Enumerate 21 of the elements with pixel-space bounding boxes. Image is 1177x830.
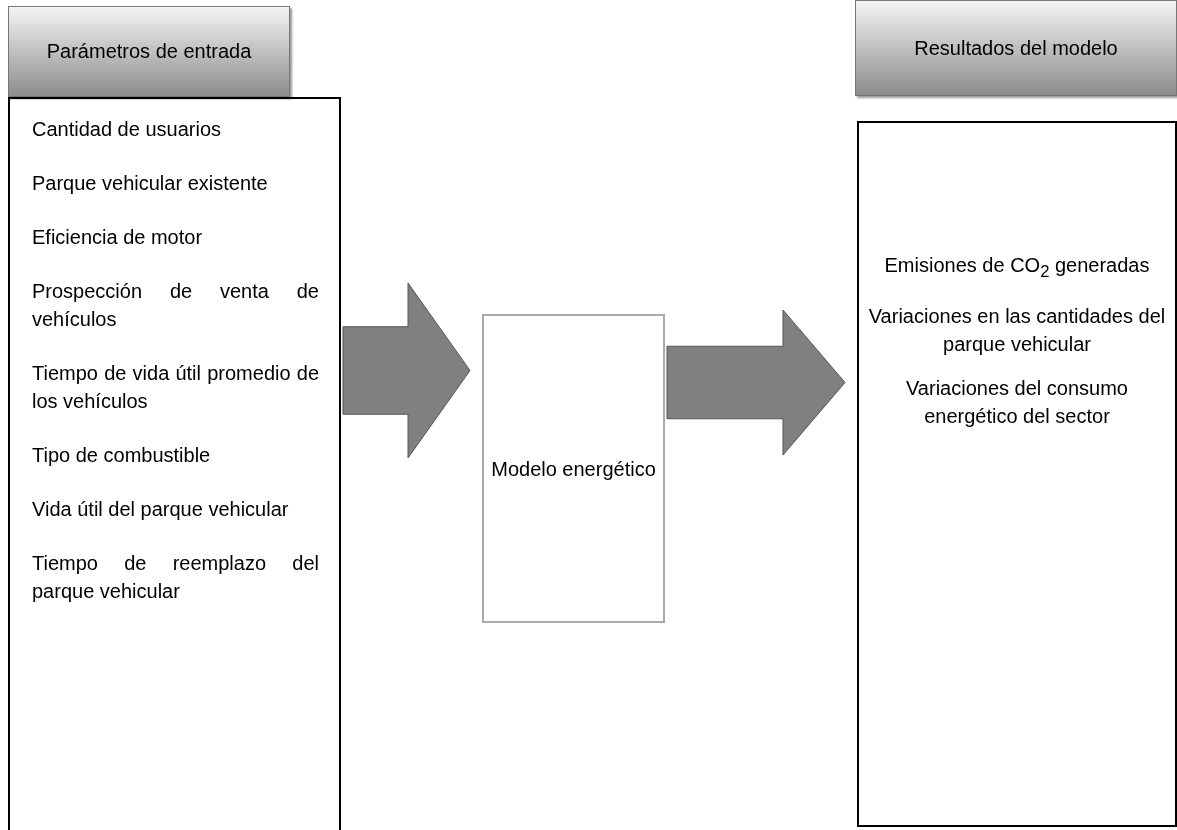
input-parameter-text: Cantidad de usuarios	[32, 117, 222, 142]
input-list-box	[8, 97, 341, 830]
input-parameter-text: Prospección de venta de vehículos	[32, 279, 319, 332]
header-box	[855, 0, 1177, 96]
process-label: Modelo energético	[491, 456, 656, 482]
header-box	[8, 6, 290, 97]
result-text: Variaciones en las cantidades del parque vehicular	[867, 304, 1167, 357]
header-text: Parámetros de entrada	[46, 39, 252, 64]
input-parameter-text: Tiempo de reemplazo del parque vehicular	[32, 551, 319, 604]
input-parameter-text: Eficiencia de motor	[32, 225, 204, 250]
output-box	[857, 121, 1177, 827]
input-parameter-text: Vida útil del parque vehicular	[32, 497, 290, 522]
result-text: Emisiones de CO$_{2}$ generadas	[883, 253, 1151, 283]
result-text: Variaciones del consumo energético del sector	[905, 376, 1129, 429]
process-box	[482, 314, 665, 623]
block-arrow	[342, 282, 471, 459]
input-parameter-text: Tiempo de vida útil promedio de los vehículos	[32, 361, 319, 414]
header-text: Resultados del modelo	[914, 35, 1118, 61]
block-arrow	[666, 309, 846, 456]
input-parameter-text: Tipo de combustible	[32, 443, 212, 468]
input-parameter-text: Parque vehicular existente	[32, 171, 269, 196]
